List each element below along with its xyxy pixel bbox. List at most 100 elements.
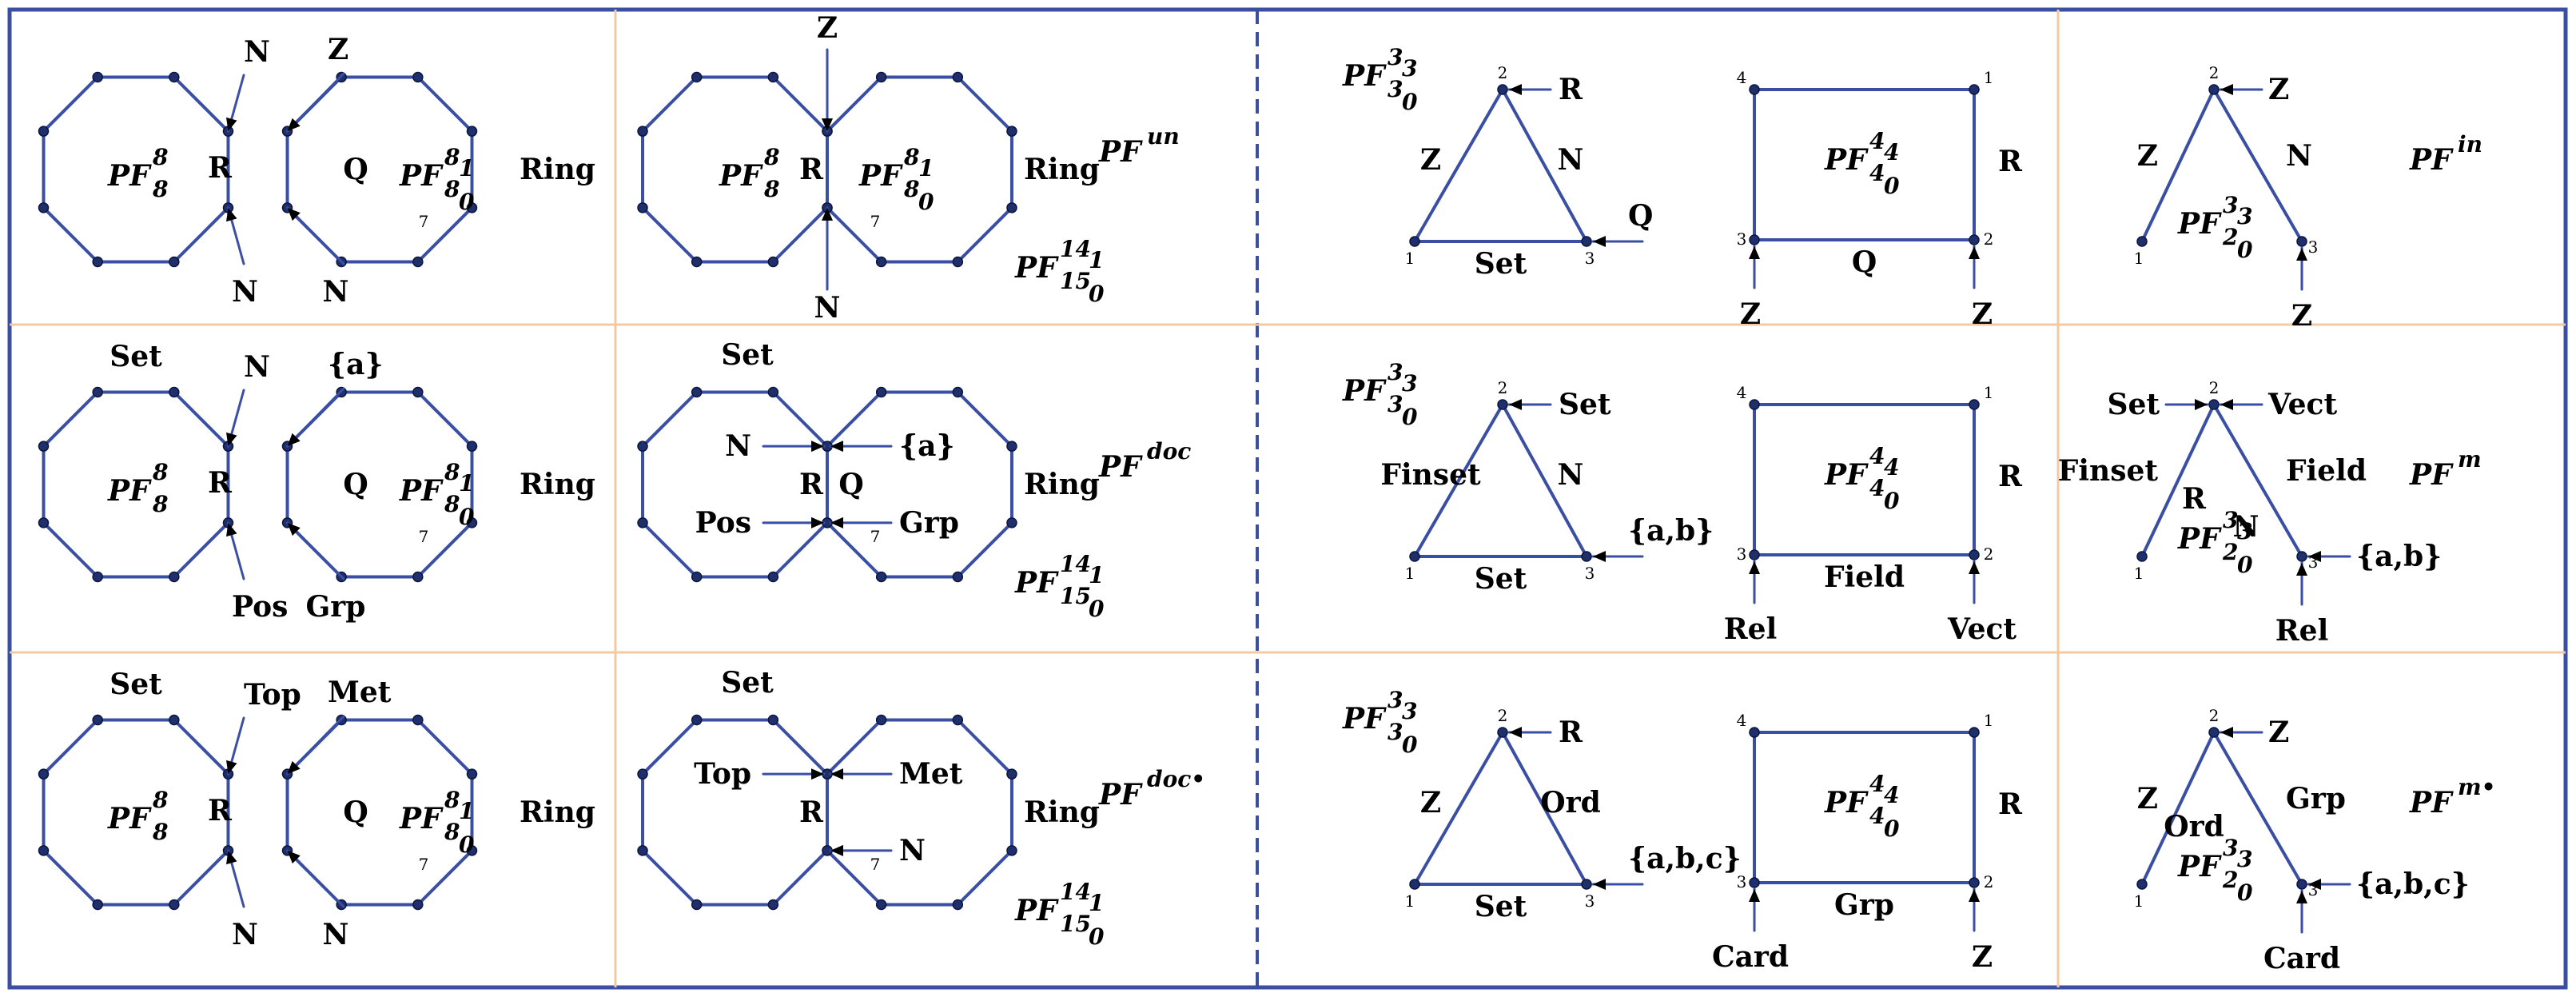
node-number: 4 <box>1737 383 1747 402</box>
node-dot <box>952 71 964 83</box>
arrow-head <box>2220 84 2233 95</box>
octagon-edge <box>172 848 230 907</box>
arrow-head <box>822 207 833 221</box>
pf-symbol: PF <box>2177 850 2222 883</box>
edge-label: Grp <box>2286 782 2346 816</box>
structure-name-sup: m <box>2458 446 2482 473</box>
node-dot <box>169 899 180 911</box>
arrow-head <box>226 207 237 222</box>
edge-label: Ord <box>1540 786 1601 820</box>
octagon-edge <box>771 520 829 579</box>
pf-superscript: 8 <box>444 787 460 813</box>
pf-subscript-sub: 0 <box>1089 281 1105 307</box>
arrow-shaft <box>286 72 345 133</box>
node-dot <box>767 386 779 398</box>
arrow-shaft <box>286 715 345 776</box>
arrow-head <box>830 768 843 780</box>
arrow-head <box>2296 248 2307 261</box>
pf-subscript-sub: 0 <box>2237 552 2253 578</box>
octagon-edge <box>172 718 230 776</box>
node-dot <box>952 571 964 583</box>
arrow-head <box>830 844 843 856</box>
node-number: 3 <box>1737 229 1747 249</box>
octagon-edge <box>416 75 474 134</box>
node-dot <box>875 256 887 268</box>
pf-symbol: PF <box>1824 786 1869 820</box>
arrow-label: Grp <box>306 590 366 624</box>
arrow-label: {a} <box>328 348 384 381</box>
octagon-edge <box>416 848 474 907</box>
pf-subscript: 8 <box>152 491 168 517</box>
node-number: 2 <box>1984 872 1994 891</box>
node-dot <box>875 71 887 83</box>
edge-label: Z <box>2137 782 2158 816</box>
node-dot <box>2208 399 2220 410</box>
pf-subscript: 8 <box>903 176 919 202</box>
node-number: 2 <box>2209 378 2220 397</box>
octagon-edge <box>641 205 699 264</box>
table-grid <box>7 7 2568 990</box>
top-label: Set <box>721 666 774 700</box>
arrow-head <box>811 516 824 528</box>
arrow-head <box>830 516 843 528</box>
node-number: 4 <box>1737 711 1747 730</box>
pf-superscript: 14 <box>1060 236 1091 262</box>
arrow-head <box>2308 551 2321 562</box>
pf-superscript: 3 <box>2223 507 2238 533</box>
octagon-edge <box>416 718 474 776</box>
node-dot <box>2296 551 2307 562</box>
arrow-label: N <box>323 275 349 309</box>
pf-subscript: 3 <box>1388 391 1403 417</box>
octagon-side-label: R <box>208 466 233 500</box>
pf-subscript: 8 <box>763 176 779 202</box>
node-dot <box>92 714 103 726</box>
node-number: 2 <box>1498 378 1508 397</box>
node-dot <box>1969 549 1980 560</box>
node-number: 1 <box>1405 564 1415 583</box>
node-dot <box>637 517 648 528</box>
arrow-label: Z <box>1972 297 1993 331</box>
octagon-side-label: Ring <box>520 796 595 829</box>
node-dot <box>875 899 887 911</box>
pf-superscript-sub: 3 <box>2237 203 2252 229</box>
node-dot <box>1749 234 1760 245</box>
pf-subscript-sub: 0 <box>1402 732 1418 758</box>
node-dot <box>1497 84 1508 95</box>
node-dot <box>1969 84 1980 95</box>
node-dot <box>92 571 103 583</box>
pf-superscript: 14 <box>1060 879 1091 905</box>
node-dot <box>1006 126 1017 137</box>
node-number: 7 <box>870 855 881 874</box>
arrow-head <box>2296 891 2307 903</box>
structure-name-sup: doc• <box>1147 766 1205 792</box>
structure-name: PF <box>2409 143 2454 177</box>
edge <box>1413 731 1504 886</box>
center-label: Q <box>838 468 863 501</box>
node-number: 2 <box>1498 63 1508 82</box>
node-dot <box>875 571 887 583</box>
ring-label: Ring <box>1024 153 1100 186</box>
node-dot <box>169 71 180 83</box>
edge <box>1501 403 1588 558</box>
arrow-shaft <box>286 387 345 448</box>
bottom-label: N <box>814 291 841 325</box>
node-dot <box>875 714 887 726</box>
node-dot <box>952 386 964 398</box>
pf-subscript-sub: 0 <box>2237 237 2253 263</box>
arrow-label: Set <box>2107 388 2160 421</box>
inner-label: Met <box>899 757 963 791</box>
octagon-edge <box>416 520 474 579</box>
octagon-side-label: R <box>208 151 233 185</box>
pf-superscript: 8 <box>152 459 168 485</box>
arrow-label: N <box>323 918 349 951</box>
pf-subscript: 15 <box>1060 268 1091 294</box>
node-number: 2 <box>1984 544 1994 564</box>
octagon-edge <box>826 718 883 776</box>
pf-subscript-sub: 0 <box>459 504 475 530</box>
octagon-edge <box>172 75 230 134</box>
structure-name-sup: doc <box>1147 438 1191 465</box>
node-dot <box>637 441 648 452</box>
node-dot <box>38 517 50 528</box>
arrow-head <box>1749 889 1760 902</box>
arrow-label: Vect <box>2267 388 2337 421</box>
